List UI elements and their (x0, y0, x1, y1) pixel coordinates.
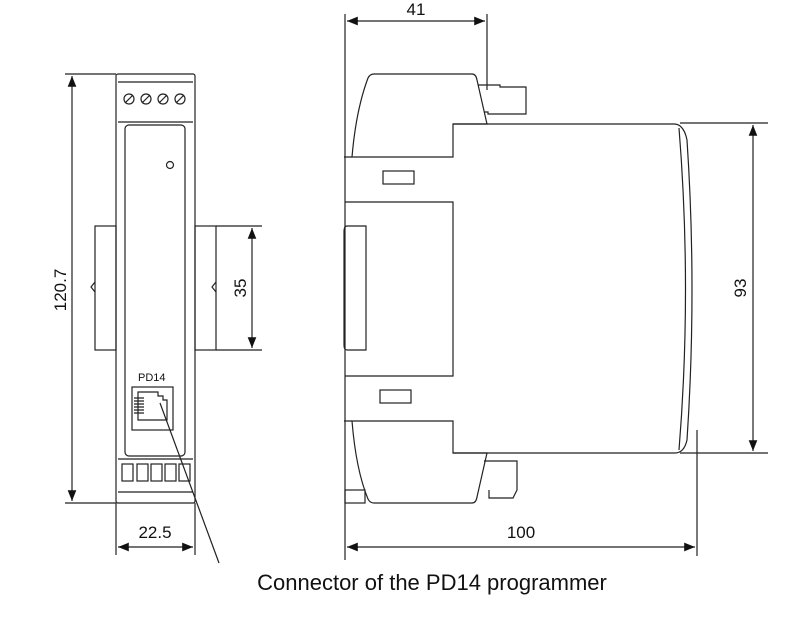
main-body (453, 123, 693, 454)
dimension-depth-total: 100 (347, 430, 698, 556)
din-rail-left (94, 225, 117, 351)
front-view: PD14 (90, 73, 220, 564)
screw-terminals (123, 93, 186, 105)
top-plug (478, 84, 527, 115)
svg-text:22.5: 22.5 (138, 523, 171, 542)
side-view (343, 73, 693, 504)
svg-text:120.7: 120.7 (51, 269, 70, 312)
pd14-connector[interactable] (131, 386, 174, 431)
svg-text:93: 93 (731, 279, 750, 298)
dimension-rail-width: 35 (216, 225, 262, 351)
top-terminal-block (351, 73, 488, 158)
svg-text:41: 41 (407, 0, 426, 19)
dimension-height-total: 120.7 (51, 73, 116, 504)
caption: Connector of the PD14 programmer (257, 570, 607, 595)
svg-text:35: 35 (231, 279, 250, 298)
dimension-module-width: 22.5 (115, 503, 196, 555)
leader-line (159, 402, 220, 564)
bottom-plug (484, 460, 518, 499)
front-panel (124, 124, 186, 457)
din-clip (343, 225, 367, 351)
led-indicator (165, 160, 175, 170)
bottom-terminals (121, 463, 191, 482)
dimension-depth-top: 41 (344, 0, 488, 560)
svg-text:100: 100 (507, 523, 535, 542)
dimension-body-height: 93 (680, 122, 768, 454)
break-mark (90, 281, 217, 293)
front-body (115, 73, 196, 504)
connector-label: PD14 (138, 372, 166, 384)
bottom-terminal-block (351, 420, 488, 504)
